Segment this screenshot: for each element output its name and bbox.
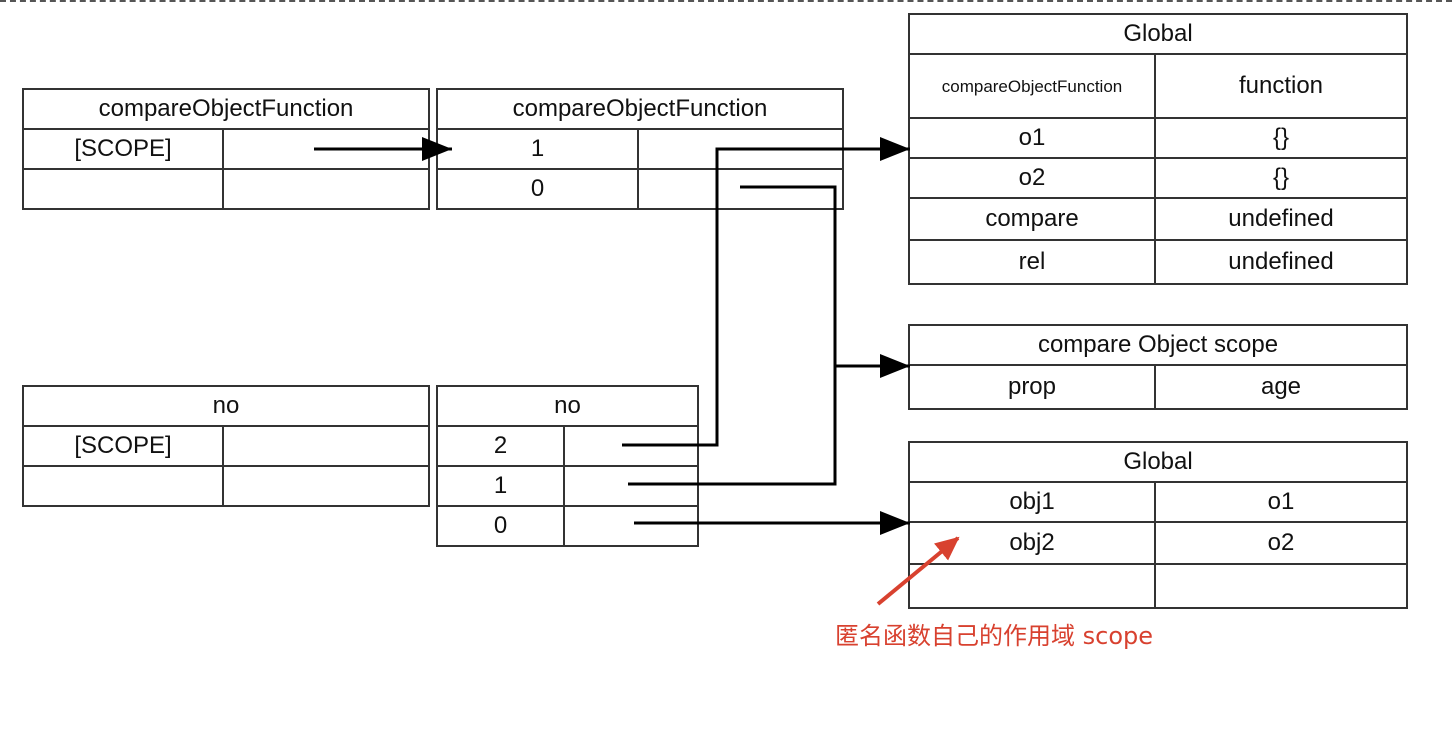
table-title: compare Object scope (908, 324, 1408, 366)
table-cell: o1 (1154, 481, 1408, 523)
table-title: Global (908, 13, 1408, 55)
table-cell (1154, 563, 1408, 609)
table-cell: compareObjectFunction (908, 53, 1156, 119)
table-compare-object-function: compareObjectFunction [SCOPE] (21, 88, 431, 210)
table-no: no [SCOPE] (21, 385, 431, 507)
table-cell: {} (1154, 117, 1408, 159)
table-title: compareObjectFunction (435, 88, 845, 130)
table-cell: function (1154, 53, 1408, 119)
table-cell: age (1154, 364, 1408, 410)
table-cell (221, 465, 431, 507)
table-cell: rel (908, 239, 1156, 285)
table-cell (636, 168, 845, 210)
table-cell: o1 (908, 117, 1156, 159)
table-global-bottom: Global obj1 o1 obj2 o2 (908, 441, 1408, 609)
table-compare-object-scope: compare Object scope prop age (908, 324, 1408, 410)
table-cell (221, 425, 431, 467)
table-cell (22, 465, 224, 507)
table-title: compareObjectFunction (21, 88, 431, 130)
table-cell: [SCOPE] (22, 425, 224, 467)
table-title: Global (908, 441, 1408, 483)
annotation-arrow (876, 536, 960, 606)
table-cell: undefined (1154, 239, 1408, 285)
annotation-caption: 匿名函数自己的作用域 scope (835, 622, 1154, 650)
table-cell: undefined (1154, 197, 1408, 241)
arrow-chain-0-to-compare-scope (740, 185, 910, 378)
table-cell: 2 (436, 425, 565, 467)
arrow-no-2-to-global-top (622, 137, 910, 447)
table-no-scope-chain: no 2 1 0 (435, 385, 700, 547)
top-dashed-rule (0, 0, 1452, 2)
table-cell: [SCOPE] (22, 128, 224, 170)
table-cell: obj1 (908, 481, 1156, 523)
table-cell (562, 465, 700, 507)
table-cell (562, 505, 700, 547)
table-cell: o2 (1154, 521, 1408, 565)
table-cell: prop (908, 364, 1156, 410)
table-cell: {} (1154, 157, 1408, 199)
table-cell: compare (908, 197, 1156, 241)
table-title: no (435, 385, 700, 427)
table-cell: 0 (436, 505, 565, 547)
table-cell (22, 168, 224, 210)
table-cell: 1 (436, 128, 639, 170)
table-title: no (21, 385, 431, 427)
arrow-no-1-to-compare-scope (628, 366, 837, 486)
table-cell (908, 563, 1156, 609)
table-global-top: Global compareObjectFunction function o1… (908, 13, 1408, 285)
table-cell: 1 (436, 465, 565, 507)
table-cell: 0 (436, 168, 639, 210)
table-cell: o2 (908, 157, 1156, 199)
table-cell (221, 168, 431, 210)
